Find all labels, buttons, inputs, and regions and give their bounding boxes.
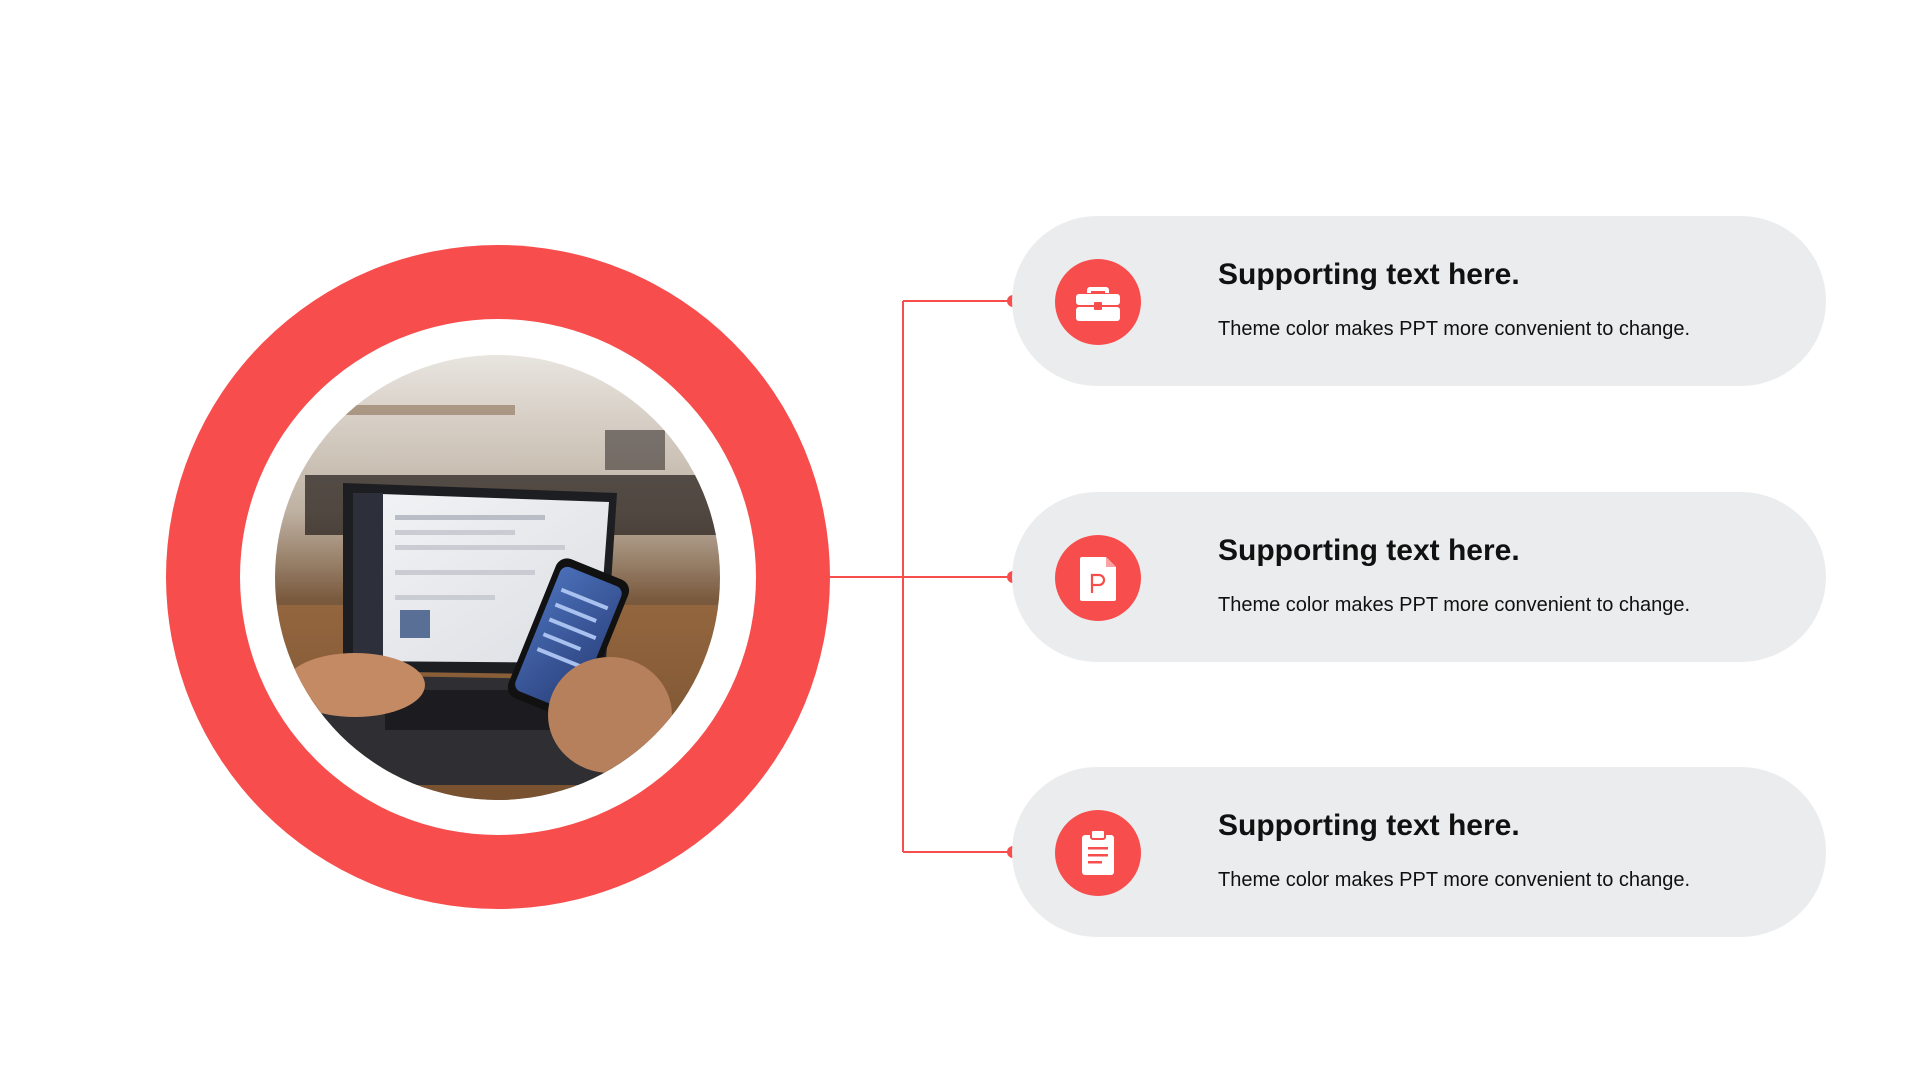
card-title: Supporting text here. (1218, 534, 1520, 567)
card-description: Theme color makes PPT more convenient to… (1218, 869, 1691, 891)
card-title: Supporting text here. (1218, 258, 1520, 291)
document-p-icon (1055, 535, 1141, 621)
info-card-1: Supporting text here. Theme color makes … (1012, 216, 1826, 386)
briefcase-icon (1055, 259, 1141, 345)
info-card-2: Supporting text here. Theme color makes … (1012, 492, 1826, 662)
info-card-3: Supporting text here. Theme color makes … (1012, 767, 1826, 937)
card-title: Supporting text here. (1218, 809, 1520, 842)
card-description: Theme color makes PPT more convenient to… (1218, 594, 1691, 616)
clipboard-icon (1055, 810, 1141, 896)
card-description: Theme color makes PPT more convenient to… (1218, 318, 1691, 340)
